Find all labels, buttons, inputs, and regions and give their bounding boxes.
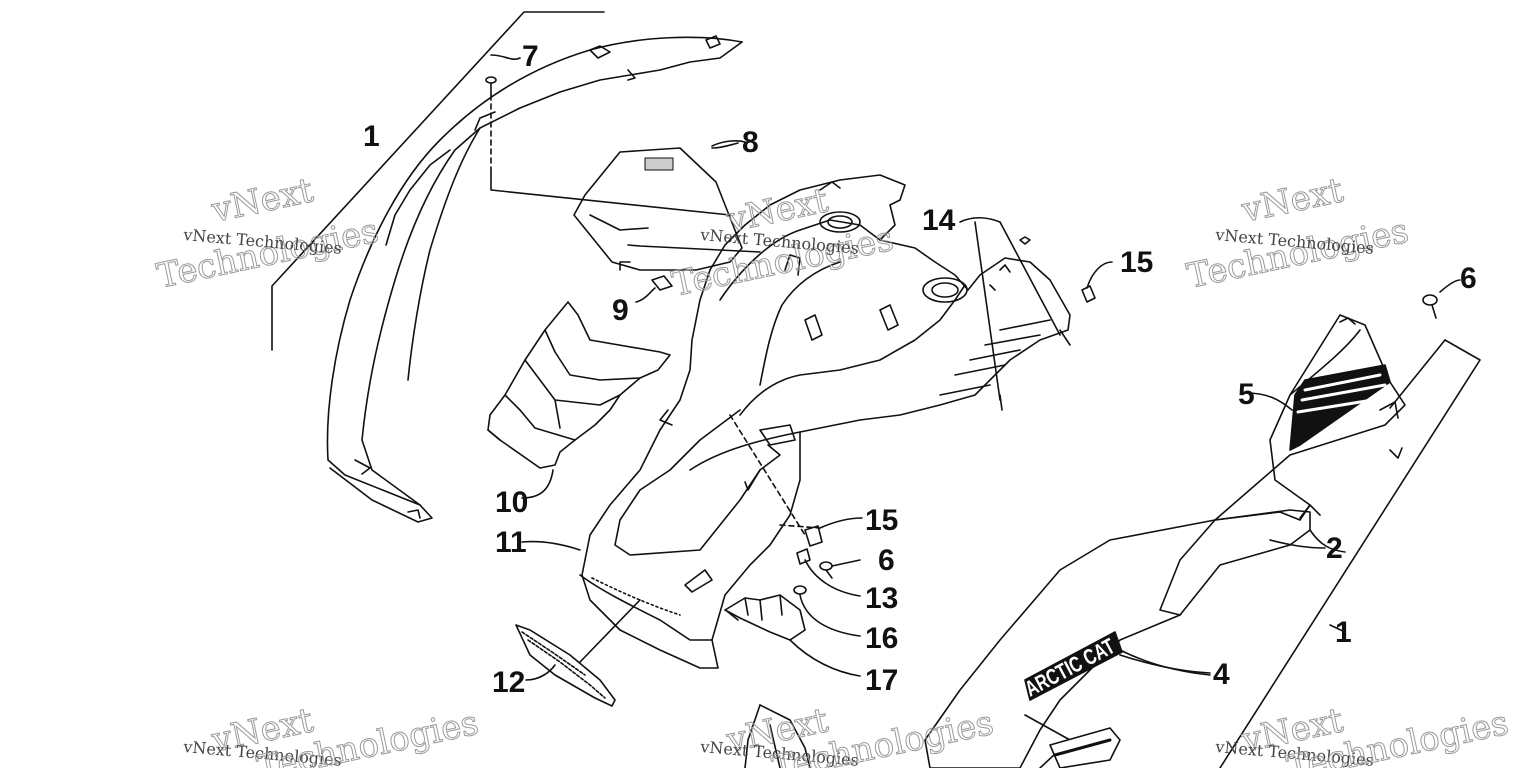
svg-text:vNext: vNext — [1238, 170, 1347, 231]
watermark-bottom-right: vNext vNext Technologies Technologies — [1214, 700, 1513, 768]
part-14-leaders — [959, 217, 1071, 411]
callout-15-lower: 15 — [865, 504, 898, 537]
watermark-top-center: vNext Technologies vNext Technologies — [668, 180, 897, 305]
callout-labels: 1 7 8 9 10 11 12 14 15 15 6 6 13 16 17 5… — [363, 40, 1477, 699]
part-4-side-panel-lower — [744, 504, 1346, 768]
watermark-top-left: vNext Technologies vNext Technologies — [153, 170, 382, 297]
part-17-bracket — [724, 594, 861, 677]
svg-text:Technologies: Technologies — [154, 211, 382, 297]
callout-1-right: 1 — [1335, 616, 1352, 649]
leader-4 — [1119, 654, 1211, 674]
part-5-side-panel-upper — [1214, 314, 1406, 521]
svg-text:vNext: vNext — [208, 170, 317, 231]
part-12-grille — [515, 599, 641, 707]
callout-1-left: 1 — [363, 120, 380, 153]
callout-5: 5 — [1238, 378, 1255, 411]
watermark-group: vNext Technologies vNext Technologies vN… — [153, 170, 1513, 768]
callout-13: 13 — [865, 582, 898, 615]
leader-11 — [521, 540, 581, 551]
callout-6-lower: 6 — [878, 544, 895, 577]
callout-6-right: 6 — [1460, 262, 1477, 295]
callout-16: 16 — [865, 622, 898, 655]
watermark-top-right: vNext Technologies vNext Technologies — [1183, 170, 1412, 297]
callout-10: 10 — [495, 486, 528, 519]
part-1-left-bracket — [271, 11, 605, 351]
watermark-bottom-center: vNext vNext Technologies Technologies — [699, 700, 998, 768]
arctic-cat-decal — [1024, 631, 1123, 701]
callout-8: 8 — [742, 126, 759, 159]
part-11-nose — [579, 174, 1071, 669]
part-7-screw — [485, 54, 731, 216]
callout-11: 11 — [495, 526, 527, 559]
leader-2 — [1269, 539, 1326, 549]
part-1-top-cowl — [326, 35, 743, 523]
callout-15-upper: 15 — [1120, 246, 1153, 279]
callout-4: 4 — [1213, 658, 1230, 691]
part-9-clip — [635, 275, 673, 303]
part-15-clip-lower — [729, 414, 863, 547]
part-8-panel — [573, 142, 761, 271]
callout-9: 9 — [612, 294, 629, 327]
part-16-screw — [793, 585, 861, 637]
part-13-clip — [796, 548, 861, 597]
callout-17: 17 — [865, 664, 898, 697]
part-6-screw-lower — [819, 559, 861, 579]
callout-12: 12 — [492, 666, 525, 699]
callout-14: 14 — [922, 204, 956, 237]
leader-8 — [711, 140, 746, 147]
part-15-clip-upper — [1081, 261, 1113, 303]
watermark-bottom-left: vNext vNext Technologies Technologies — [182, 700, 483, 768]
part-10-inner-panel — [487, 301, 671, 499]
svg-text:Technologies: Technologies — [1184, 211, 1412, 297]
callout-2: 2 — [1326, 532, 1343, 565]
part-6-screw-right — [1422, 279, 1461, 319]
callout-7: 7 — [522, 40, 539, 73]
